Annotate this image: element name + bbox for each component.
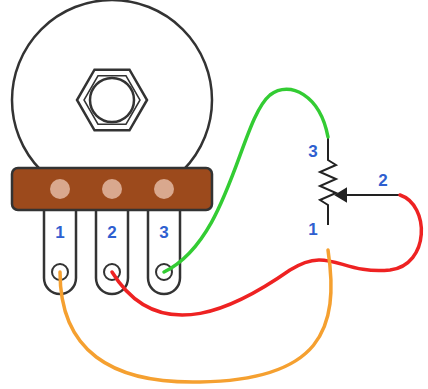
- pin-number: 2: [107, 224, 116, 241]
- shaft: [90, 78, 134, 122]
- terminal-number: 1: [308, 221, 317, 238]
- wires: [60, 89, 421, 382]
- pins: [44, 205, 180, 294]
- terminal-number: 3: [308, 143, 317, 160]
- hex-nut: [77, 70, 147, 131]
- terminal-strip: [12, 168, 212, 210]
- potentiometer-symbol: [320, 137, 400, 225]
- orange-wire: [60, 250, 331, 382]
- pin-number: 3: [159, 224, 168, 241]
- pin-number: 1: [55, 224, 64, 241]
- terminal-number: 2: [378, 172, 387, 189]
- red-wire: [112, 195, 421, 315]
- green-wire: [164, 89, 328, 272]
